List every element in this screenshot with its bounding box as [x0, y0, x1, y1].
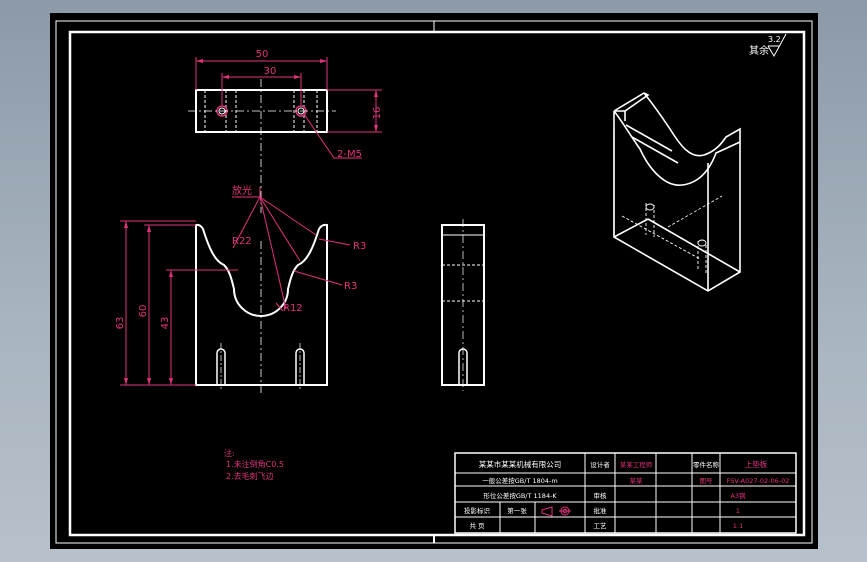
tb-quantity: 1: [736, 507, 740, 515]
tb-scale: 1:1: [733, 522, 743, 530]
isometric-view: [613, 92, 741, 292]
radius-r12: R12: [283, 303, 303, 314]
notes-line-1: 1.未注倒角C0.5: [226, 459, 284, 469]
radius-r22: R22: [232, 236, 252, 247]
tb-company: 某某市某某机械有限公司: [479, 459, 562, 469]
roughness-value: 3.2: [768, 35, 781, 44]
hole-callout: 2-M5: [337, 149, 362, 160]
dim-43: 43: [160, 317, 171, 330]
tb-pages: 共 页: [469, 521, 485, 530]
dim-16: 16: [372, 107, 383, 120]
radius-r3-upper: R3: [353, 241, 366, 252]
top-view: 50 30 16 2-M5: [188, 49, 383, 213]
tb-part-name: 上垫板: [745, 459, 768, 469]
radius-r3-lower: R3: [344, 281, 357, 292]
side-view: [441, 219, 485, 391]
title-block: 某某市某某机械有限公司 一般公差按GB/T 1804-m 形位公差按GB/T 1…: [454, 452, 797, 534]
tb-drawing-no: FSV-A027-02-06-02: [727, 477, 790, 485]
tb-checker: 某某: [630, 477, 644, 485]
tb-standard-1: 一般公差按GB/T 1804-m: [482, 476, 557, 485]
dim-30: 30: [264, 66, 277, 77]
tb-standard-2: 形位公差按GB/T 1184-K: [483, 491, 557, 500]
dim-60: 60: [138, 305, 149, 318]
tb-label-craft: 工艺: [594, 522, 608, 530]
projection-symbol: [541, 506, 571, 517]
tb-sheet: 第一张: [507, 506, 527, 515]
tb-label-check: 审核: [594, 491, 608, 500]
datum-label: 放光: [232, 184, 252, 197]
dim-50: 50: [256, 49, 269, 60]
front-view: 放光 R22 R3 R3 R12 63 60 43: [115, 184, 366, 393]
tb-label-approve: 批准: [594, 506, 608, 515]
drawing-svg: 其余 3.2 50 30: [55, 20, 813, 544]
notes-title: 注:: [224, 448, 235, 458]
tb-material: A3钢: [730, 492, 746, 500]
notes: 注: 1.未注倒角C0.5 2.去毛刺飞边: [224, 448, 284, 481]
tb-projection: 投影标识: [464, 506, 491, 515]
tb-label-design: 设计者: [590, 460, 610, 469]
dim-63: 63: [115, 317, 126, 330]
notes-line-2: 2.去毛刺飞边: [226, 471, 274, 481]
tb-label-part-name: 零件名称: [693, 460, 720, 469]
tb-designer: 某某工程师: [620, 460, 653, 469]
drawing-canvas: 其余 3.2 50 30: [50, 13, 818, 549]
tb-label-drawing-no: 图号: [700, 477, 714, 485]
roughness-label: 其余: [749, 44, 769, 57]
roughness-symbol: 其余 3.2: [749, 33, 787, 58]
inner-frame: [68, 30, 806, 537]
